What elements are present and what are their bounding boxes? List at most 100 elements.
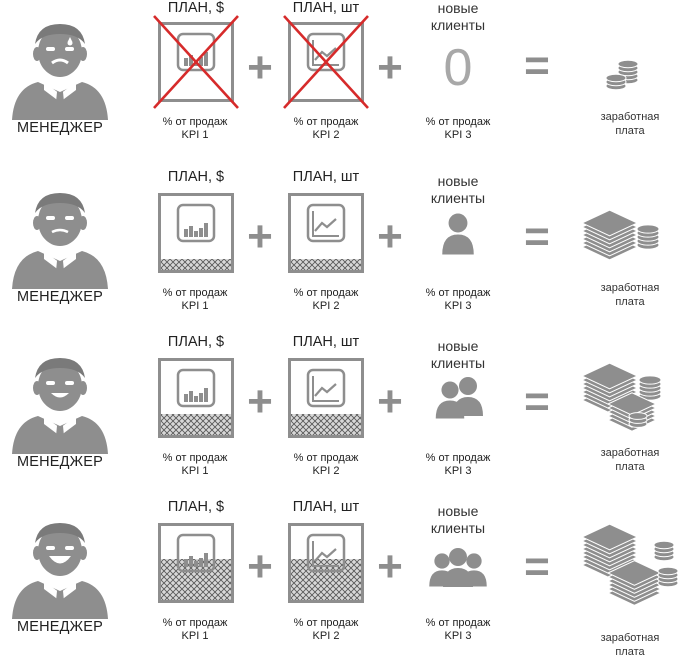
people-icon — [428, 376, 488, 424]
bar-chart-box-icon — [158, 358, 234, 438]
kpi2-caption-line1: % от продаж — [293, 116, 359, 128]
kpi1-title: ПЛАН, $ — [167, 169, 225, 185]
manager-label: МЕНЕДЖЕР — [16, 120, 104, 136]
kpi2-caption-line1: % от продаж — [293, 452, 359, 464]
people-icon — [428, 547, 488, 595]
equals-sign: = — [524, 542, 550, 591]
salary-caption-line2: плата — [615, 125, 645, 137]
bar-chart-box-icon — [158, 523, 234, 603]
kpi2-caption-line1: % от продаж — [293, 287, 359, 299]
banknotes-and-coins-icon — [578, 205, 690, 277]
banknotes-and-coins-large-icon — [578, 362, 690, 438]
kpi3-caption: % от продаж KPI 3 — [408, 287, 508, 313]
kpi2-caption: % от продаж KPI 2 — [276, 116, 376, 142]
plus-sign: + — [247, 212, 273, 261]
kpi3-title: новые клиенты — [418, 338, 498, 372]
kpi1-caption-line2: KPI 1 — [181, 300, 209, 312]
kpi2-title: ПЛАН, шт — [292, 499, 360, 515]
kpi3-title-line2: клиенты — [430, 17, 486, 33]
bar-chart-box-icon — [158, 193, 234, 273]
line-chart-box-icon — [288, 358, 364, 438]
kpi1-caption-line1: % от продаж — [162, 287, 228, 299]
kpi1-title: ПЛАН, $ — [167, 499, 225, 515]
kpi1-caption-line2: KPI 1 — [181, 630, 209, 642]
kpi2-title: ПЛАН, шт — [292, 169, 360, 185]
kpi3-caption-line1: % от продаж — [425, 452, 491, 464]
kpi3-title-line2: клиенты — [430, 355, 486, 371]
plus-sign: + — [377, 542, 403, 591]
neutral-face-icon — [8, 185, 112, 289]
kpi-row: МЕНЕДЖЕР ПЛАН, $ % от продаж KPI 1 + ПЛА… — [0, 0, 700, 165]
kpi3-title-line1: новые — [437, 503, 479, 519]
kpi3-caption-line1: % от продаж — [425, 617, 491, 629]
kpi2-caption: % от продаж KPI 2 — [276, 452, 376, 478]
kpi3-caption-line2: KPI 3 — [444, 300, 472, 312]
new-clients-zero: 0 — [443, 39, 473, 97]
kpi2-caption-line2: KPI 2 — [312, 300, 340, 312]
salary-caption-line2: плата — [615, 296, 645, 308]
salary-caption: заработная плата — [580, 281, 680, 309]
kpi2-title: ПЛАН, шт — [292, 334, 360, 350]
kpi2-title: ПЛАН, шт — [292, 0, 360, 16]
plus-sign: + — [247, 43, 273, 92]
line-chart-box-icon — [288, 523, 364, 603]
plus-sign: + — [377, 212, 403, 261]
people-icon — [428, 211, 488, 259]
equals-sign: = — [524, 212, 550, 261]
kpi1-caption: % от продаж KPI 1 — [145, 617, 245, 643]
salary-caption: заработная плата — [580, 631, 680, 659]
kpi3-caption-line1: % от продаж — [425, 116, 491, 128]
plus-sign: + — [247, 542, 273, 591]
salary-caption-line1: заработная — [600, 632, 660, 644]
kpi1-caption-line1: % от продаж — [162, 617, 228, 629]
plus-sign: + — [377, 43, 403, 92]
kpi3-title: новые клиенты — [418, 503, 498, 537]
salary-caption-line2: плата — [615, 646, 645, 658]
kpi3-title: новые клиенты — [418, 173, 498, 207]
kpi-row: МЕНЕДЖЕР ПЛАН, $ % от продаж KPI 1 + ПЛА… — [0, 330, 700, 495]
kpi2-caption: % от продаж KPI 2 — [276, 287, 376, 313]
banknotes-and-coins-max-icon — [578, 523, 690, 606]
kpi3-title-line1: новые — [437, 0, 479, 16]
manager-label: МЕНЕДЖЕР — [16, 289, 104, 305]
sad-sweating-icon — [8, 16, 112, 120]
line-chart-box-icon — [288, 193, 364, 273]
kpi1-caption: % от продаж KPI 1 — [145, 116, 245, 142]
kpi3-caption-line1: % от продаж — [425, 287, 491, 299]
manager-label: МЕНЕДЖЕР — [16, 619, 104, 635]
salary-caption: заработная плата — [580, 446, 680, 474]
kpi3-caption: % от продаж KPI 3 — [408, 617, 508, 643]
kpi3-title-line1: новые — [437, 338, 479, 354]
kpi1-caption: % от продаж KPI 1 — [145, 287, 245, 313]
kpi1-caption-line2: KPI 1 — [181, 465, 209, 477]
kpi1-caption-line1: % от продаж — [162, 452, 228, 464]
kpi3-title-line2: клиенты — [430, 520, 486, 536]
kpi3-title-line1: новые — [437, 173, 479, 189]
manager-label: МЕНЕДЖЕР — [16, 454, 104, 470]
coin-stack-small-icon — [592, 46, 700, 118]
kpi3-caption: % от продаж KPI 3 — [408, 116, 508, 142]
crossed-bar-chart-box-icon — [153, 15, 239, 109]
plus-sign: + — [377, 377, 403, 426]
kpi2-caption-line1: % от продаж — [293, 617, 359, 629]
kpi2-caption-line2: KPI 2 — [312, 630, 340, 642]
equals-sign: = — [524, 377, 550, 426]
kpi1-caption-line1: % от продаж — [162, 116, 228, 128]
kpi1-caption: % от продаж KPI 1 — [145, 452, 245, 478]
salary-caption-line1: заработная — [600, 447, 660, 459]
kpi3-title-line2: клиенты — [430, 190, 486, 206]
big-smile-face-icon — [8, 515, 112, 619]
kpi-row: МЕНЕДЖЕР ПЛАН, $ % от продаж KPI 1 + ПЛА… — [0, 495, 700, 660]
salary-caption-line2: плата — [615, 461, 645, 473]
kpi2-caption-line2: KPI 2 — [312, 129, 340, 141]
kpi2-caption-line2: KPI 2 — [312, 465, 340, 477]
equals-sign: = — [524, 41, 550, 90]
kpi3-title: новые клиенты — [418, 0, 498, 34]
kpi1-title: ПЛАН, $ — [167, 0, 225, 16]
salary-caption-line1: заработная — [600, 111, 660, 123]
salary-caption-line1: заработная — [600, 282, 660, 294]
salary-caption: заработная плата — [580, 110, 680, 138]
kpi3-caption-line2: KPI 3 — [444, 630, 472, 642]
crossed-line-chart-box-icon — [283, 15, 369, 109]
kpi2-caption: % от продаж KPI 2 — [276, 617, 376, 643]
